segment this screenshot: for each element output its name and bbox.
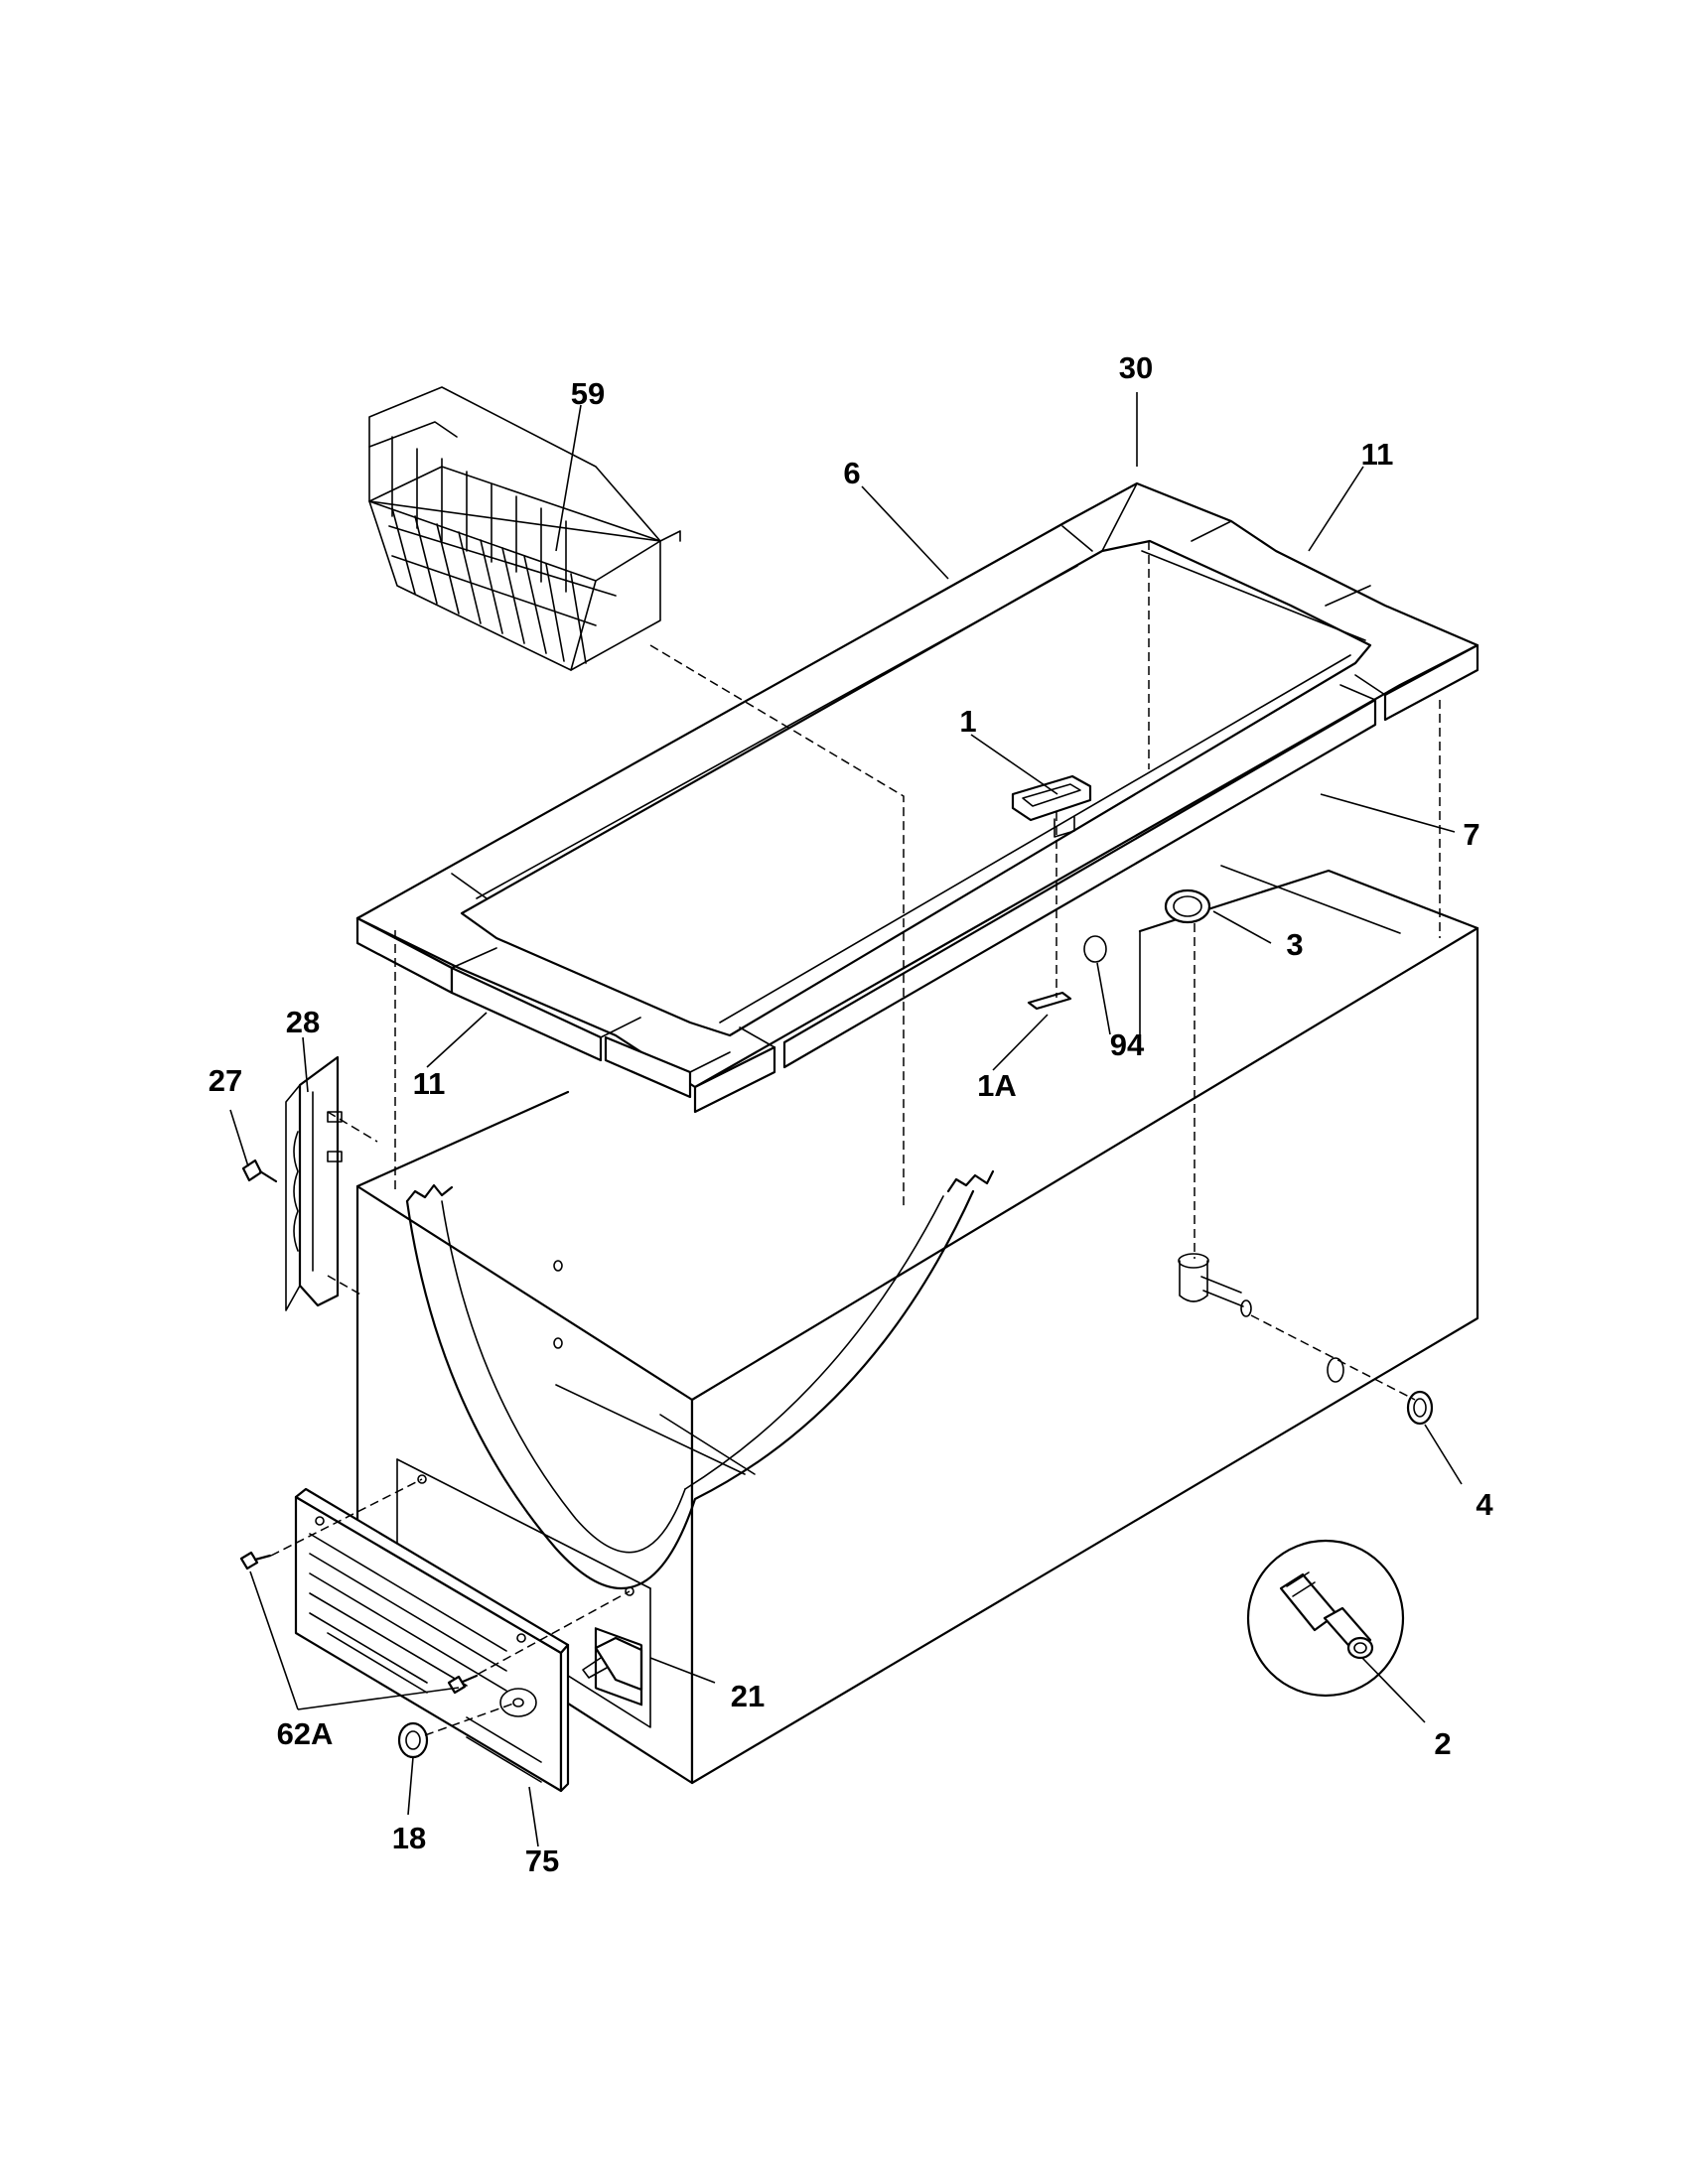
part-label-27: 27 [209, 1063, 242, 1098]
drain-cap [1406, 1390, 1434, 1426]
clip-1a [1027, 991, 1072, 1011]
front-grille [294, 1487, 570, 1793]
part-label-75: 75 [525, 1843, 559, 1878]
plug-94 [1083, 935, 1107, 963]
part-label-1a: 1A [977, 1068, 1017, 1103]
leader-lines [229, 392, 1463, 1847]
part-label-21: 21 [731, 1679, 765, 1713]
part-label-1: 1 [959, 704, 976, 739]
part-label-4: 4 [1476, 1487, 1493, 1522]
drain-fitting-detail [1246, 1539, 1405, 1698]
part-label-11-top: 11 [1361, 437, 1394, 472]
part-label-94: 94 [1110, 1027, 1145, 1062]
part-label-28: 28 [286, 1005, 320, 1039]
lid-gasket-frame [355, 481, 1479, 1114]
part-label-11-left: 11 [413, 1066, 446, 1101]
control-knob [397, 1721, 429, 1759]
part-label-7: 7 [1463, 817, 1479, 852]
part-label-59: 59 [571, 376, 605, 411]
part-label-3: 3 [1286, 927, 1303, 962]
grille-slots [309, 1533, 542, 1783]
part-label-2: 2 [1434, 1726, 1451, 1761]
part-number-labels: 59 30 6 11 1 7 3 94 1A 28 27 11 4 21 2 6… [209, 350, 1494, 1878]
part-label-62a: 62A [277, 1716, 334, 1751]
drain-plug [1164, 888, 1211, 924]
assembly-lines [270, 541, 1441, 1736]
temperature-control [582, 1627, 643, 1706]
lid-hinge [285, 1055, 343, 1311]
part-label-30: 30 [1119, 350, 1153, 385]
wire-basket [368, 386, 681, 671]
part-label-6: 6 [843, 456, 860, 490]
hinge-screw [241, 1159, 278, 1183]
part-label-18: 18 [392, 1821, 426, 1855]
basket-wires [388, 436, 617, 664]
